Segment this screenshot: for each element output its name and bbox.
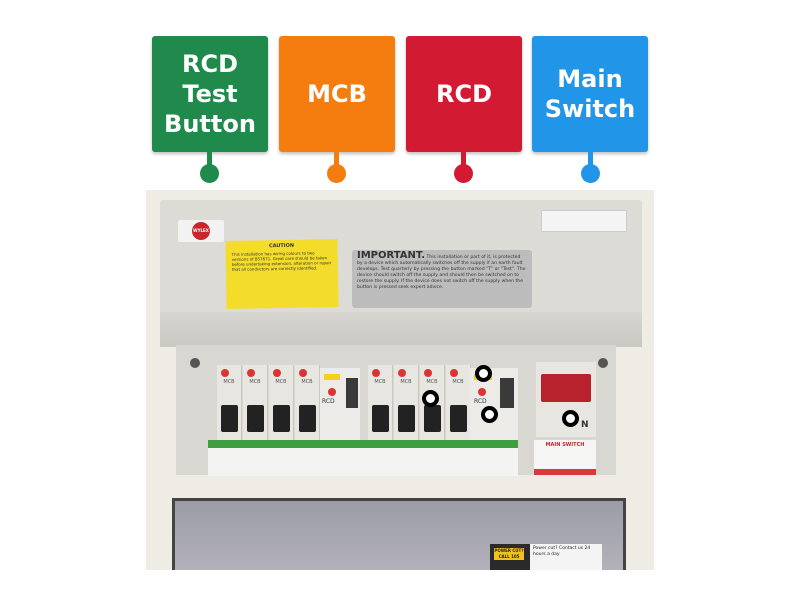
cover-lip	[160, 312, 642, 347]
label-tile-mcb[interactable]: MCB	[279, 36, 395, 152]
mcb-breaker[interactable]: MCB	[368, 365, 393, 440]
screw	[598, 358, 608, 368]
rating-label	[541, 210, 627, 232]
label-tile-rcd-test-button[interactable]: RCD Test Button	[152, 36, 268, 152]
drop-target-marker[interactable]	[475, 365, 492, 382]
main-switch-toggle[interactable]	[541, 374, 591, 402]
main-switch-label: MAIN SWITCH	[534, 440, 596, 475]
label-pin-dot[interactable]	[200, 164, 219, 183]
drop-target-marker[interactable]	[422, 390, 439, 407]
label-tile-rcd[interactable]: RCD	[406, 36, 522, 152]
rcd-text: RCD	[322, 398, 335, 405]
rcd-text: RCD	[474, 398, 487, 405]
important-title: IMPORTANT.	[357, 250, 426, 261]
important-text: This installation or part of it, is prot…	[357, 255, 526, 290]
wylex-logo: WYLEX	[192, 222, 210, 240]
mcb-breaker[interactable]: MCB	[295, 365, 320, 440]
power-cut-text: Power cut? Contact us 24 hours a day	[533, 546, 591, 557]
neutral-marking: N	[581, 420, 589, 430]
label-tile-main-switch[interactable]: Main Switch	[532, 36, 648, 152]
label-pin-stem	[588, 152, 593, 166]
caution-sticker: CAUTION This installation has wiring col…	[225, 239, 339, 309]
power-cut-sticker: Power cut? Contact us 24 hours a day POW…	[490, 544, 602, 570]
label-pin-dot[interactable]	[581, 164, 600, 183]
label-pin-stem	[461, 152, 466, 166]
mcb-breaker[interactable]: MCB	[446, 365, 471, 440]
rcd-test-button[interactable]	[324, 374, 340, 380]
power-cut-sign: POWER CUT? CALL 105	[494, 548, 524, 560]
mcb-breaker[interactable]: MCB	[394, 365, 419, 440]
label-pin-dot[interactable]	[454, 164, 473, 183]
label-pin-stem	[334, 152, 339, 166]
drop-target-marker[interactable]	[562, 410, 579, 427]
label-pin-dot[interactable]	[327, 164, 346, 183]
caution-text: This installation has wiring colours to …	[231, 250, 332, 272]
drop-target-marker[interactable]	[481, 406, 498, 423]
label-pin-stem	[207, 152, 212, 166]
important-sign: IMPORTANT. This installation or part of …	[352, 250, 532, 308]
mcb-breaker[interactable]: MCB	[243, 365, 268, 440]
rcd-1[interactable]: RCD	[320, 368, 360, 448]
caution-title: CAUTION	[268, 242, 295, 250]
screw	[190, 358, 200, 368]
consumer-unit-photo: WYLEX CAUTION This installation has wiri…	[146, 190, 654, 570]
circuit-label-card	[208, 448, 518, 476]
mcb-breaker[interactable]: MCB	[269, 365, 294, 440]
circuit-label-strip	[208, 440, 518, 448]
cover-door	[172, 498, 626, 570]
brand-badge: WYLEX	[178, 220, 224, 242]
mcb-breaker[interactable]: MCB	[217, 365, 242, 440]
